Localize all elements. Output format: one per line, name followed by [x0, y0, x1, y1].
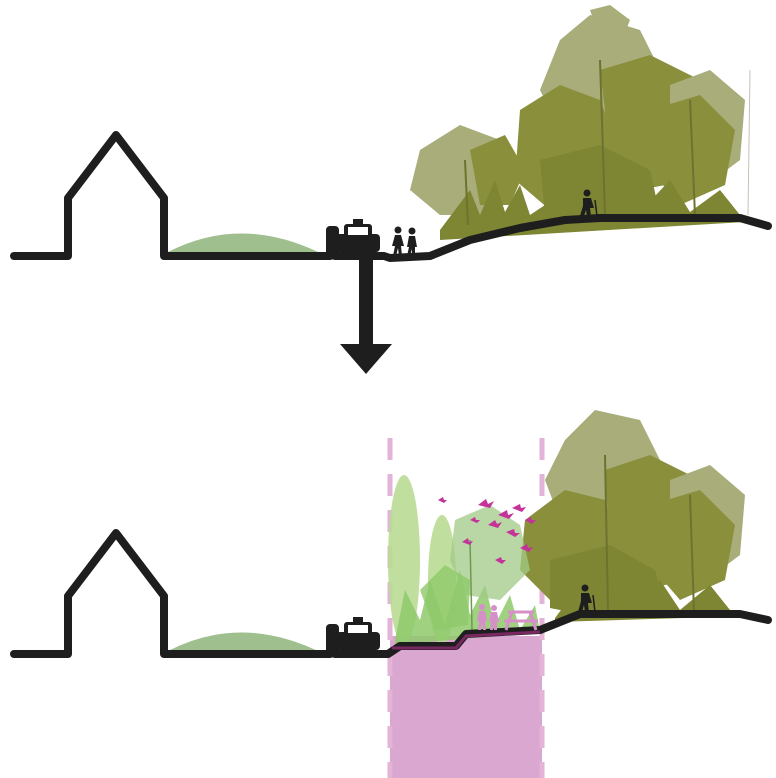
pedestrians-icon — [392, 227, 417, 257]
lawn-mound-icon — [168, 234, 318, 253]
panel-after — [14, 410, 768, 778]
down-arrow-icon — [340, 256, 392, 374]
trees-icon — [520, 410, 748, 622]
intervention-zone — [390, 636, 542, 778]
car-icon — [336, 617, 380, 655]
lawn-mound-icon — [168, 633, 318, 652]
trees-icon — [410, 5, 750, 240]
panel-before — [14, 5, 768, 258]
car-icon — [336, 219, 380, 257]
